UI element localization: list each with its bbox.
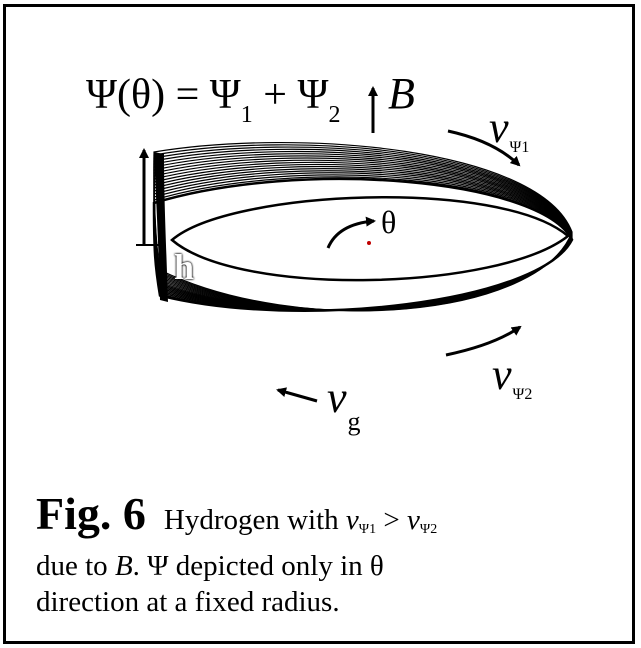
equation-sub1: 1 — [240, 102, 253, 128]
velocity-symbol: v — [489, 103, 509, 152]
band-wall — [154, 152, 168, 302]
velocity-arrow-psi1 — [447, 129, 521, 167]
velocity-subscript: Ψ1 — [509, 139, 530, 156]
velocity-label-psi2: vΨ2 — [492, 350, 532, 403]
caption-line2-rest: . Ψ depicted only in θ — [132, 550, 384, 582]
field-label: B — [388, 69, 415, 118]
caption-v1: vΨ1 — [345, 504, 377, 537]
caption-v2-symbol: v — [407, 504, 420, 536]
caption-gt: > — [376, 504, 407, 536]
caption-v1-sub: Ψ1 — [358, 522, 377, 537]
velocity-label-psi1: vΨ1 — [489, 103, 529, 156]
caption-v2-sub: Ψ2 — [419, 522, 438, 537]
caption-line2-b: B — [114, 550, 133, 582]
velocity-subscript: Ψ2 — [512, 386, 533, 403]
caption-line-3: direction at a fixed radius. — [36, 586, 340, 618]
caption-line2-prefix: due to — [36, 550, 115, 582]
caption-head-text: Hydrogen with — [163, 504, 346, 536]
velocity-label-g: vg — [327, 373, 361, 435]
theta-arrow — [326, 216, 376, 249]
wavefunction-equation: Ψ(θ) = Ψ1 + Ψ2 — [86, 72, 340, 127]
velocity-symbol: v — [492, 350, 512, 399]
caption-v1-symbol: v — [345, 504, 359, 536]
orbital-band-line — [152, 177, 574, 312]
caption-line-2: due to B. Ψ depicted only in θ — [36, 548, 626, 584]
equation-sub2: 2 — [328, 102, 341, 128]
velocity-arrow-g — [276, 387, 318, 403]
orbit-inner-hole — [170, 196, 570, 282]
equation-lhs: Ψ(θ) = Ψ — [86, 72, 241, 118]
caption-figure-number: Fig. 6 — [36, 488, 146, 539]
velocity-arrow-psi2 — [445, 325, 522, 357]
caption-v2: vΨ2 — [407, 504, 438, 537]
height-label: h — [174, 247, 195, 287]
velocity-subscript: g — [347, 407, 361, 436]
center-dot — [367, 241, 371, 245]
figure-frame — [3, 4, 635, 644]
theta-label: θ — [381, 204, 397, 240]
equation-plus: + Ψ — [252, 72, 329, 118]
orbital-bands — [152, 141, 574, 312]
velocity-symbol: v — [327, 373, 347, 422]
